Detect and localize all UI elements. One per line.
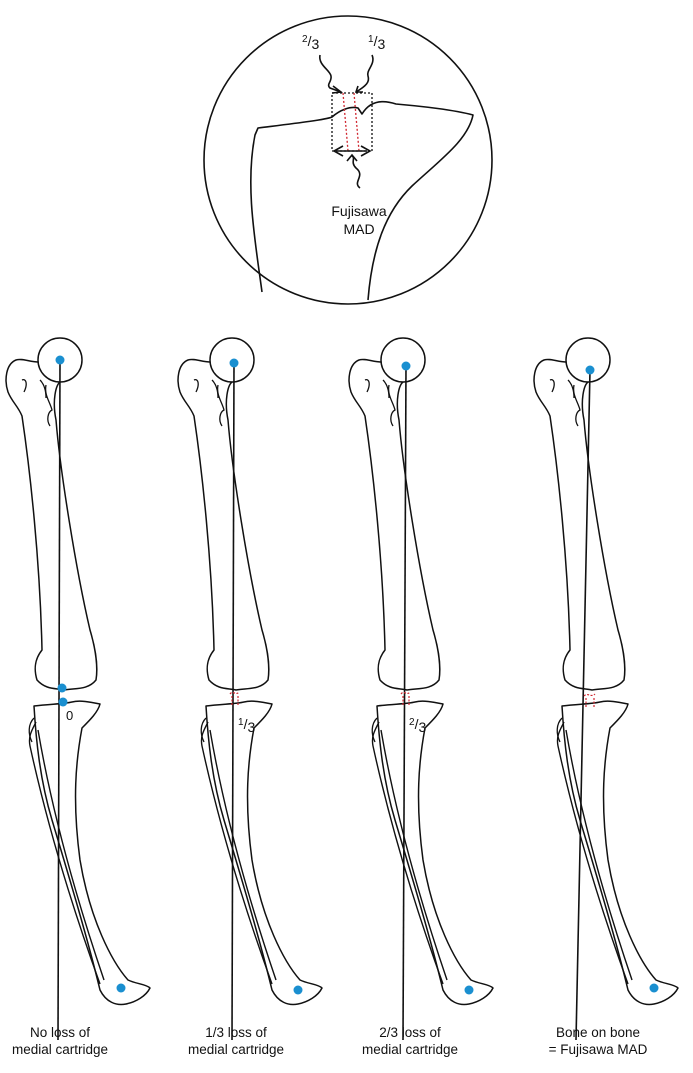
inset-pointer-one-third bbox=[355, 54, 374, 93]
inset-arrow-head-right bbox=[360, 145, 372, 157]
caption-panel-4-line1: Bone on bone bbox=[555, 1025, 641, 1040]
ankle-dot-2 bbox=[293, 985, 303, 995]
mechanical-axis-line-2 bbox=[231, 361, 235, 1041]
inset-label-one-third-den: 3 bbox=[377, 36, 385, 52]
cartilage-marker-2 bbox=[229, 691, 240, 706]
caption-panel-4: Bone on bone = Fujisawa MAD bbox=[518, 1024, 678, 1058]
inset-label-one-third-slash: / bbox=[374, 33, 378, 49]
leg-outline-4 bbox=[533, 337, 679, 1006]
knee-label-3-num: 2 bbox=[409, 717, 415, 728]
inset-cartilage-line-one bbox=[342, 92, 349, 152]
magnified-inset: 2/3 1/3 Fujisawa MAD bbox=[203, 15, 493, 305]
inset-label-two-thirds-num: 2 bbox=[302, 34, 308, 45]
inset-cartilage-line-two bbox=[353, 92, 360, 152]
leg-outline-1 bbox=[5, 337, 151, 1006]
knee-label-1: 0 bbox=[66, 708, 73, 723]
caption-panel-1-line2: medial cartridge bbox=[11, 1042, 109, 1057]
knee-label-3: 2/3 bbox=[409, 716, 426, 735]
inset-circle bbox=[203, 15, 493, 305]
knee-dot-upper-1 bbox=[57, 683, 67, 693]
inset-tibia-outline-left bbox=[262, 180, 278, 292]
leg-outline-3 bbox=[348, 337, 494, 1006]
knee-dot-lower-1 bbox=[58, 697, 68, 707]
inset-pointer-fujisawa-head bbox=[346, 153, 358, 162]
inset-label-one-third-num: 1 bbox=[368, 34, 374, 45]
knee-label-2-num: 1 bbox=[238, 717, 244, 728]
inset-pointer-two-thirds bbox=[319, 54, 342, 93]
knee-label-2-slash: / bbox=[244, 716, 248, 732]
ankle-dot-4 bbox=[649, 983, 659, 993]
caption-panel-2-line1: 1/3 loss of bbox=[205, 1025, 267, 1040]
hip-center-dot-2 bbox=[229, 358, 239, 368]
ankle-dot-1 bbox=[116, 983, 126, 993]
knee-label-3-den: 3 bbox=[418, 719, 426, 735]
mechanical-axis-line-4 bbox=[575, 369, 591, 1041]
cartilage-marker-4 bbox=[583, 693, 596, 708]
mechanical-axis-line-3 bbox=[402, 364, 407, 1041]
caption-panel-2-line2: medial cartridge bbox=[187, 1042, 285, 1057]
inset-label-fujisawa: Fujisawa bbox=[331, 203, 386, 219]
caption-panel-1-line1: No loss of bbox=[29, 1025, 91, 1040]
knee-label-2-den: 3 bbox=[247, 719, 255, 735]
inset-label-mad: MAD bbox=[343, 221, 374, 237]
inset-label-two-thirds-den: 3 bbox=[311, 36, 319, 52]
panel-two-thirds-loss: 2/3 bbox=[348, 337, 494, 1041]
ankle-dot-3 bbox=[464, 985, 474, 995]
hip-center-dot-1 bbox=[55, 355, 65, 365]
inset-tibia-outline bbox=[249, 100, 474, 301]
caption-panel-3: 2/3 loss of medial cartridge bbox=[330, 1024, 490, 1058]
panel-bone-on-bone bbox=[533, 337, 679, 1041]
caption-panel-2: 1/3 loss of medial cartridge bbox=[156, 1024, 316, 1058]
inset-pointer-fujisawa bbox=[351, 155, 361, 189]
hip-center-dot-4 bbox=[585, 365, 595, 375]
knee-label-3-slash: / bbox=[415, 716, 419, 732]
panel-no-loss: 0 bbox=[5, 337, 151, 1041]
inset-pointer-two-thirds-head bbox=[331, 85, 344, 94]
cartilage-marker-3 bbox=[400, 691, 411, 706]
inset-measurement-box bbox=[331, 92, 373, 152]
inset-pointer-one-third-head bbox=[354, 85, 363, 93]
caption-panel-4-line2: = Fujisawa MAD bbox=[548, 1042, 648, 1057]
inset-label-one-third: 1/3 bbox=[368, 33, 385, 52]
caption-panel-3-line2: medial cartridge bbox=[361, 1042, 459, 1057]
panel-one-third-loss: 1/3 bbox=[177, 337, 323, 1041]
hip-center-dot-3 bbox=[401, 361, 411, 371]
inset-label-two-thirds: 2/3 bbox=[302, 33, 319, 52]
caption-panel-1: No loss of medial cartridge bbox=[0, 1024, 140, 1058]
caption-panel-3-line1: 2/3 loss of bbox=[379, 1025, 441, 1040]
leg-outline-2 bbox=[177, 337, 323, 1006]
knee-label-2: 1/3 bbox=[238, 716, 255, 735]
inset-arrow-head-left bbox=[332, 145, 344, 157]
inset-label-two-thirds-slash: / bbox=[308, 33, 312, 49]
